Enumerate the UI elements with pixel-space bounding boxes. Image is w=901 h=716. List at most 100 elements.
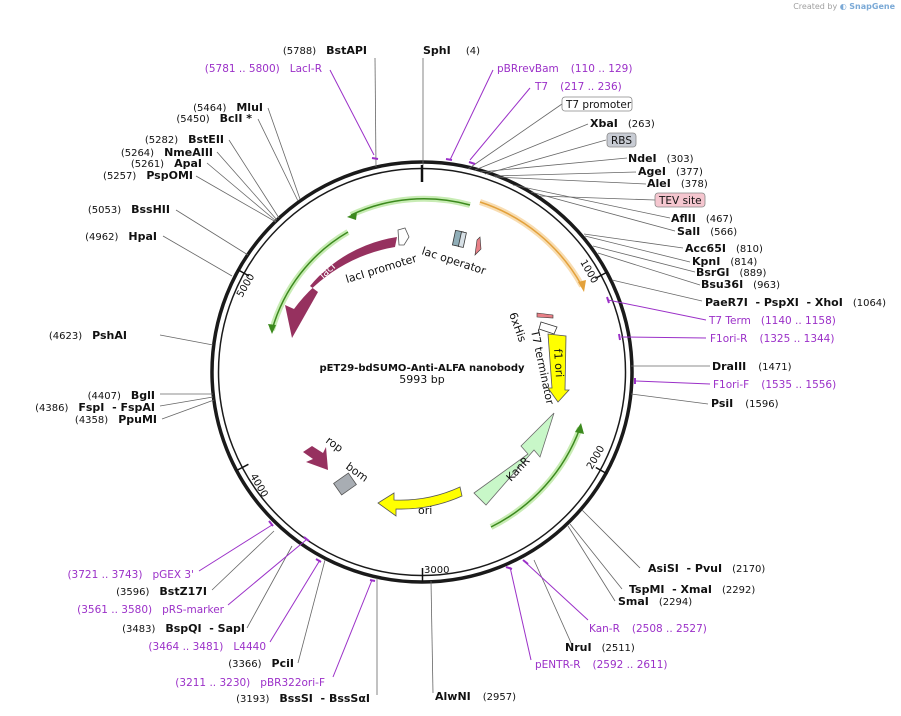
tick-mark-1000: [595, 271, 608, 280]
site-BsrGI-name: BsrGI: [696, 266, 729, 279]
site-NmeAIII-pos: (5264): [121, 148, 154, 159]
primer-leader-T7: [469, 87, 531, 161]
site-PciI-pos: (3366): [228, 659, 261, 670]
site-XbaI-name: XbaI: [590, 117, 618, 130]
leader-NruI: [533, 559, 573, 646]
feature-T7-terminator-box[interactable]: [538, 321, 558, 335]
feature-lacI-promoter-arrow[interactable]: [397, 227, 410, 246]
site-BstEII: (5282)BstEII: [145, 133, 224, 146]
primer-pBR322ori-F: (3211 .. 3230)pBR322ori-F: [175, 677, 325, 689]
site-BsrGI: BsrGI (889): [696, 266, 766, 279]
site-NmeAIII: (5264)NmeAIII: [121, 146, 213, 159]
site-BclI-pos: (5450): [176, 114, 209, 125]
site-SalI: SalI(566): [677, 225, 737, 238]
leader-PshAI: [159, 334, 214, 346]
leader-PspOMI: [195, 175, 277, 223]
leader-RBS: [484, 139, 607, 175]
site-PaeR7I-pos: (1064): [853, 298, 886, 309]
site-KpnI: KpnI(814): [692, 255, 757, 268]
site-PsiI: PsiI(1596): [711, 397, 779, 410]
lacI-orf-arrowhead: [347, 212, 357, 220]
primer-mark-T7: [468, 161, 476, 165]
feature-T7-promoter-marker[interactable]: [474, 236, 482, 256]
site-HpaI-pos: (4962): [85, 232, 118, 243]
box-TEV-site-label: TEV site: [658, 195, 702, 207]
site-BsrGI-pos: (889): [739, 268, 766, 279]
leader-KpnI: [584, 235, 691, 263]
box-TEV-site[interactable]: [654, 192, 706, 208]
site-PpuMI-name: PpuMI: [118, 413, 157, 426]
kanR-orf-arrowhead: [575, 423, 584, 434]
primer-leader-T7Term: [607, 299, 707, 321]
primer-LacI-R: (5781 .. 5800)LacI-R: [205, 63, 322, 75]
primer-pGEX3-name: pGEX 3': [152, 569, 194, 581]
site-BssSI-BssSaI: (3193) BssSI - BssSαI: [236, 692, 370, 705]
feature-lacI-arrow[interactable]: [285, 237, 397, 338]
feature-f1-ori-arrow[interactable]: [547, 333, 570, 403]
site-DraIII-pos: (1471): [758, 362, 791, 373]
site-BstEII-pos: (5282): [145, 135, 178, 146]
feature-KanR-arrow[interactable]: [473, 412, 555, 506]
site-Bsu36I-name: Bsu36I: [701, 278, 743, 291]
site-TspMI-pos: (2292): [722, 585, 755, 596]
leader-AgeI: [493, 171, 637, 177]
site-BstZ17I: (3596)BstZ17I: [116, 585, 207, 598]
site-PshAI-pos: (4623): [49, 331, 82, 342]
site-AleI: AleI(378): [647, 177, 708, 190]
feature-lac-operator-box-2[interactable]: [457, 231, 467, 248]
primer-leader-pGEX3: [198, 524, 273, 572]
primer-KanR: Kan-R(2508 .. 2527): [589, 623, 707, 635]
primer-leader-pENTR-R: [509, 566, 532, 661]
primer-F1oriR: F1ori-R(1325 .. 1344): [710, 333, 834, 345]
primer-leader-LacI-R: [329, 69, 375, 156]
site-AsiSI-PvuI: AsiSI - PvuI(2170): [648, 562, 765, 575]
site-BssSI-pos: (3193): [236, 694, 269, 705]
site-BssSI-name: BssSI - BssSαI: [279, 692, 370, 705]
primer-L4440-range: (3464 .. 3481): [148, 641, 223, 653]
feature-6xHis-arrow[interactable]: [536, 312, 554, 319]
site-AflII-name: AflII: [671, 212, 696, 225]
leader-BsrGI: [592, 245, 696, 273]
feature-rop-arrow[interactable]: [303, 446, 328, 470]
box-T7-promoter[interactable]: [561, 96, 633, 112]
primer-pRS-marker-range: (3561 .. 3580): [77, 604, 152, 616]
site-BspQI-name: BspQI - SapI: [165, 622, 245, 635]
site-PspOMI-name: PspOMI: [146, 169, 193, 182]
site-NruI-name: NruI: [565, 641, 592, 654]
box-T7-promoter-label: T7 promoter: [565, 99, 632, 111]
site-TspMI-XmaI: TspMI - XmaI(2292): [629, 583, 755, 596]
leader-Acc65I: [583, 233, 684, 249]
site-Bsu36I-pos: (963): [753, 280, 780, 291]
box-RBS[interactable]: [606, 132, 637, 148]
site-PspOMI: (5257)PspOMI: [103, 169, 193, 182]
site-MluI-name: MluI: [236, 101, 263, 114]
site-BglI: (4407)BglI: [88, 389, 155, 402]
primer-leader-pBRrevBam: [449, 69, 494, 161]
feature-bom-box[interactable]: [333, 472, 357, 496]
site-ApaI-pos: (5261): [131, 159, 164, 170]
primer-mark-pBRrevBam: [445, 158, 453, 161]
primer-pRS-marker-name: pRS-marker: [162, 604, 225, 616]
primer-mark-F1oriR: [618, 333, 621, 341]
site-BclI-name: BclI *: [220, 112, 253, 125]
site-BssHII-name: BssHII: [131, 203, 170, 216]
site-HpaI-name: HpaI: [128, 230, 157, 243]
site-FspI-FspAI: (4386)FspI - FspAI: [35, 401, 155, 414]
site-BssHII-pos: (5053): [88, 205, 121, 216]
tick-mark-5000: [236, 268, 250, 277]
site-NruI: NruI(2511): [565, 641, 635, 654]
primer-mark-pRS-marker: [303, 536, 310, 542]
leader-BstEII: [228, 139, 280, 219]
primer-pBRrevBam-name: pBRrevBam: [497, 63, 559, 75]
leader-BssHII: [175, 209, 249, 256]
snapgene-credit: Created by ◐ SnapGene: [793, 2, 895, 11]
primer-T7-name: T7: [534, 81, 548, 93]
site-ApaI-name: ApaI: [174, 157, 202, 170]
box-RBS-label: RBS: [611, 135, 632, 147]
site-AsiSI-name: AsiSI - PvuI: [648, 562, 722, 575]
leader-BspQI: [246, 545, 293, 629]
feature-ori-arrow[interactable]: [377, 486, 463, 517]
feature-KanR-label: KanR: [504, 454, 533, 484]
primer-F1oriF: F1ori-F(1535 .. 1556): [713, 379, 836, 391]
